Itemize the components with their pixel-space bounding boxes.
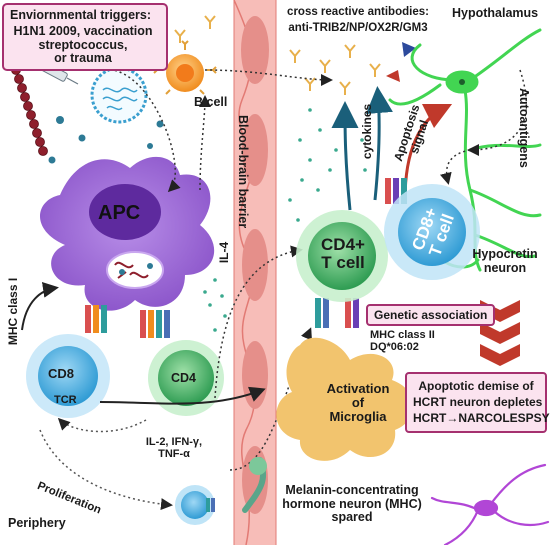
mhc-class-ii-label: MHC class II DQ*06:02	[370, 329, 435, 354]
apoptotic-line: HCRT neuron depletes	[413, 395, 543, 410]
apoptotic-line: Apoptotic demise of	[418, 379, 534, 393]
trigger-to-apc-arrow	[99, 68, 181, 193]
endothelial-cell	[242, 341, 268, 409]
cross-reactive-antibodies-label: cross reactive antibodies: anti-TRIB2/NP…	[268, 6, 448, 35]
cytokine-feedback-arrow	[57, 417, 147, 433]
endothelial-cell	[241, 16, 269, 84]
cd8-periphery-label: CD8	[48, 366, 75, 381]
cd4-t-cell-brain-label: CD4+ T cell	[312, 235, 374, 273]
proliferating-t-cell	[175, 485, 215, 525]
streptococcus-chain-icon	[11, 65, 48, 156]
microglia-line: Microglia	[329, 409, 387, 425]
cytokine-arrow	[365, 86, 393, 201]
mch-neuron-label: Melanin-concentrating hormone neuron (MH…	[282, 483, 422, 525]
cytokines-label: cytokines	[360, 103, 375, 160]
cd8-t-cell-brain	[384, 184, 480, 280]
microglia-line: Activation	[326, 381, 390, 396]
apc-label: APC	[98, 202, 141, 224]
trigger-line: streptococcus,	[38, 37, 128, 52]
mch-line: hormone neuron (MHC)	[282, 496, 422, 511]
microglia-line: of	[351, 395, 365, 411]
cytokine-line: TNF-α	[158, 447, 190, 460]
mhc-class-i-label: MHC class I	[6, 277, 21, 346]
cd4-t-cell-brain	[296, 210, 388, 302]
il4-label: IL-4	[217, 241, 232, 264]
environmental-triggers-heading: Enviornmental triggers:	[10, 8, 151, 22]
cd4-periphery-label: CD4	[171, 371, 197, 385]
mch-neuron	[430, 463, 550, 545]
hypocretin-line: neuron	[483, 260, 527, 275]
cd4-t-cell-periphery	[148, 340, 224, 416]
cytokine-line: IL-2, IFN-γ,	[145, 436, 203, 448]
antibodies-line: anti-TRIB2/NP/OX2R/GM3	[288, 22, 428, 35]
cytokine-dots	[203, 108, 367, 332]
mhc-class-ii-line: DQ*06:02	[370, 340, 419, 353]
autoantigen-triangle	[386, 70, 400, 82]
mch-line: spared	[331, 510, 373, 524]
migrating-cell	[249, 457, 267, 475]
microglia-label: Activation of Microglia	[318, 381, 398, 425]
autoantigen-arrow	[439, 149, 471, 185]
mhc-class-ii-line: MHC class II	[370, 329, 435, 341]
autoantigen-triangle	[402, 42, 416, 57]
apoptotic-line: HCRT→NARCOLESPSY	[413, 411, 550, 426]
mch-line: Melanin-concentrating	[285, 483, 419, 497]
hypothalamus-label: Hypothalamus	[452, 6, 539, 20]
blood-brain-barrier-label: Blood-brain barrier	[236, 115, 250, 229]
mhc-class-i-arrow	[21, 281, 59, 331]
cytokine-arrow	[331, 101, 359, 211]
cd4-line: T cell	[321, 253, 365, 273]
environmental-triggers-list: H1N1 2009, vaccination streptococcus, or…	[2, 24, 164, 66]
cytokine-list-label: IL-2, IFN-γ, TNF-α	[134, 436, 214, 461]
apc-cell	[40, 156, 215, 311]
cd4-line: CD4+	[321, 235, 365, 254]
endothelial-cell	[242, 229, 268, 301]
antibodies-line: cross reactive antibodies:	[287, 6, 429, 18]
autoantigen-arrow	[467, 69, 527, 156]
hypocretin-line: Hypocretin	[472, 247, 538, 261]
cd8-t-cell-periphery	[26, 334, 110, 418]
apoptotic-demise-box: Apoptotic demise of HCRT neuron depletes…	[405, 372, 550, 433]
genetic-association-box: Genetic association	[366, 304, 496, 326]
trigger-line: or trauma	[54, 51, 112, 65]
mhc-receptors	[85, 178, 407, 338]
trigger-line: H1N1 2009, vaccination	[13, 24, 153, 38]
periphery-label: Periphery	[8, 516, 66, 530]
apc-to-bcell-arrow	[198, 95, 211, 191]
autoantigens-label: Autoantigens	[517, 88, 531, 168]
tcr-label: TCR	[54, 394, 77, 406]
hypocretin-neuron-label: Hypocretin neuron	[468, 247, 542, 275]
virus-particles	[48, 116, 164, 164]
activation-arrow	[99, 386, 266, 405]
antibody-icons	[174, 15, 381, 95]
b-cell-label: B cell	[194, 95, 228, 109]
environmental-triggers-box: Enviornmental triggers:	[2, 3, 168, 71]
virion-icon	[90, 66, 148, 124]
microglia-cell	[276, 337, 414, 461]
endothelial-cell	[242, 114, 268, 186]
